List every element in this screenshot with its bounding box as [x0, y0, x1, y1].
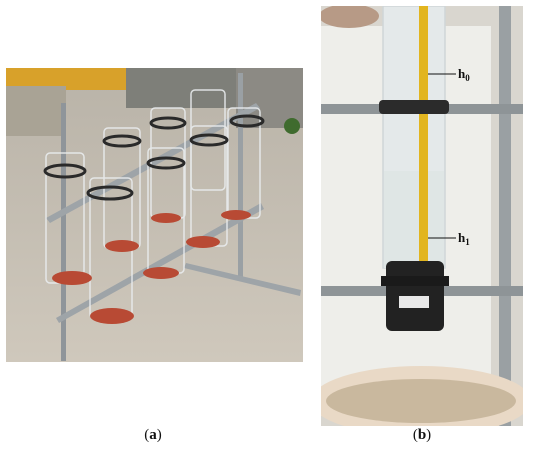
- measuring-tape: [419, 6, 428, 268]
- caption-a: (a): [144, 427, 162, 443]
- yellow-container: [6, 68, 126, 90]
- label-h0: h0: [458, 66, 470, 83]
- rack-photo: [6, 68, 303, 362]
- photo-panel-a: [6, 68, 303, 362]
- tube-clamp: [379, 100, 449, 114]
- label-h1: h1: [458, 230, 470, 247]
- hand: [321, 6, 379, 28]
- tube-bases: [52, 210, 251, 324]
- rack-post-right: [238, 73, 243, 278]
- photo-panel-b: h0 h1: [321, 6, 523, 426]
- tube-photo: h0 h1: [321, 6, 523, 426]
- rack-post-left: [61, 103, 66, 361]
- slotted-rail: [499, 6, 511, 426]
- gravel-pile: [236, 68, 303, 128]
- caption-b: (b): [412, 427, 432, 443]
